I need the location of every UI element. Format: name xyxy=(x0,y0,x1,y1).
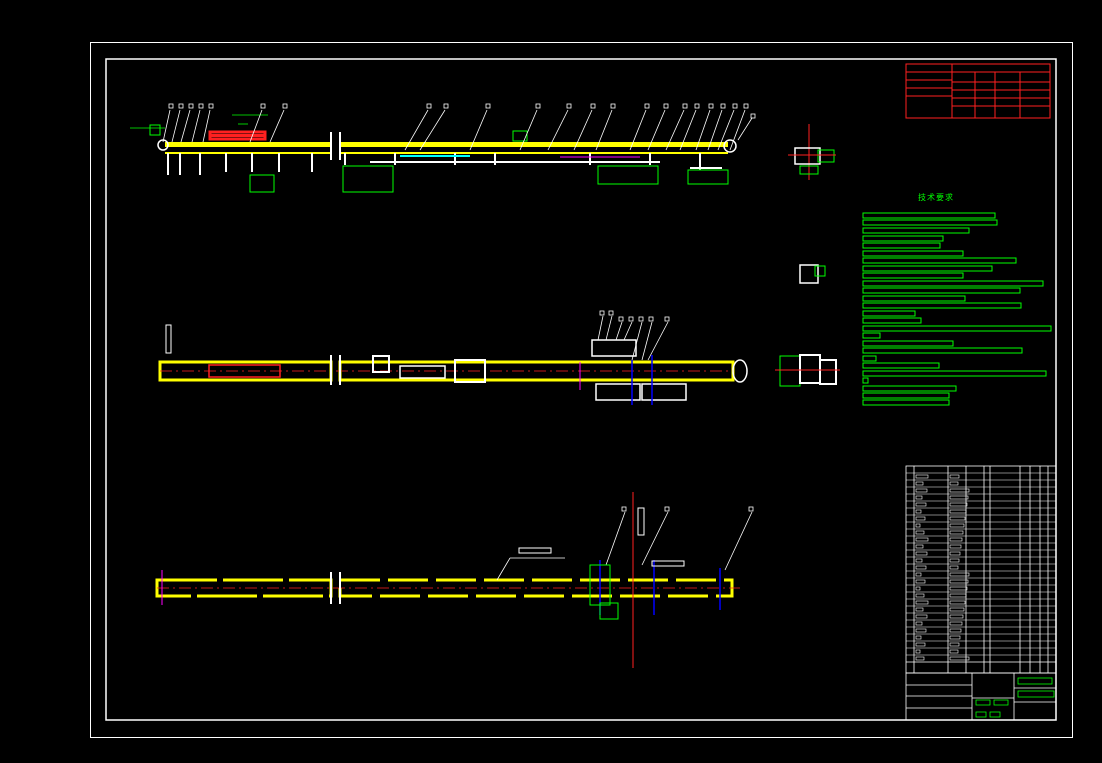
parts-list-entry xyxy=(915,572,922,577)
section-detail-middle xyxy=(775,264,840,387)
parts-list-entry xyxy=(949,607,965,612)
parts-list-entry xyxy=(915,558,923,563)
parts-list-entry xyxy=(949,572,970,577)
parts-list-entry xyxy=(915,481,924,486)
parts-list-entry xyxy=(915,656,925,661)
parts-list-entry xyxy=(915,502,927,507)
parts-list-entry xyxy=(949,488,970,493)
parts-list-entry xyxy=(915,509,922,514)
outer-border xyxy=(90,42,1073,738)
parts-list-entries xyxy=(915,474,970,661)
parts-list-entry xyxy=(915,642,926,647)
parts-list-entry xyxy=(949,495,969,500)
parts-list-entry xyxy=(949,565,959,570)
parts-list-entry xyxy=(915,614,928,619)
belt-plan-view xyxy=(155,492,754,668)
parts-list-entry xyxy=(949,593,967,598)
parts-list-entry xyxy=(949,523,965,528)
parts-list-entry xyxy=(915,537,929,542)
parts-list-entry xyxy=(915,621,923,626)
parts-list-entry xyxy=(949,474,960,479)
parts-list-entry xyxy=(949,481,959,486)
parts-list-entry xyxy=(949,579,969,584)
parts-list-entry xyxy=(949,502,968,507)
parts-list-rows xyxy=(906,472,1056,656)
parts-list-entry xyxy=(949,586,968,591)
parts-list-entry xyxy=(949,558,960,563)
parts-list-entry xyxy=(949,621,963,626)
section-detail-top xyxy=(788,124,836,180)
parts-list-entry xyxy=(915,474,929,479)
parts-list-entry xyxy=(949,656,970,661)
parts-list-entry xyxy=(915,488,928,493)
parts-list-entry xyxy=(949,649,959,654)
drawing-frame xyxy=(105,58,1057,721)
parts-list-entry xyxy=(915,523,921,528)
parts-list-entry xyxy=(915,649,921,654)
parts-list-entry xyxy=(915,551,928,556)
parts-list-entry xyxy=(949,551,961,556)
parts-list-entry xyxy=(915,600,929,605)
parts-list-entry xyxy=(915,530,925,535)
parts-list-entry xyxy=(915,628,927,633)
parts-list-entry xyxy=(915,516,926,521)
revision-table xyxy=(905,63,1051,119)
parts-list-entry xyxy=(915,495,923,500)
parts-list-entry xyxy=(949,544,962,549)
parts-list-entry xyxy=(915,635,922,640)
parts-list-entry xyxy=(949,635,961,640)
parts-list-entry xyxy=(949,516,966,521)
parts-list-entry xyxy=(949,600,966,605)
parts-list-entry xyxy=(949,537,963,542)
parts-list-entry xyxy=(949,509,967,514)
parts-list-entry xyxy=(915,544,924,549)
parts-list-entry xyxy=(949,642,960,647)
technical-requirements-title: 技术要求 xyxy=(918,193,954,202)
parts-list-entry xyxy=(949,628,962,633)
technical-requirements-notes xyxy=(862,212,1052,406)
parts-list xyxy=(905,465,1057,721)
parts-list-entry xyxy=(949,530,964,535)
title-block-fields xyxy=(975,677,1055,718)
plan-view xyxy=(158,310,748,405)
parts-list-entry xyxy=(949,614,964,619)
elevation-view xyxy=(130,103,756,193)
parts-list-entry xyxy=(915,586,921,591)
parts-list-entry xyxy=(915,579,926,584)
parts-list-entry xyxy=(915,565,927,570)
parts-list-entry xyxy=(915,593,925,598)
parts-list-entry xyxy=(915,607,924,612)
